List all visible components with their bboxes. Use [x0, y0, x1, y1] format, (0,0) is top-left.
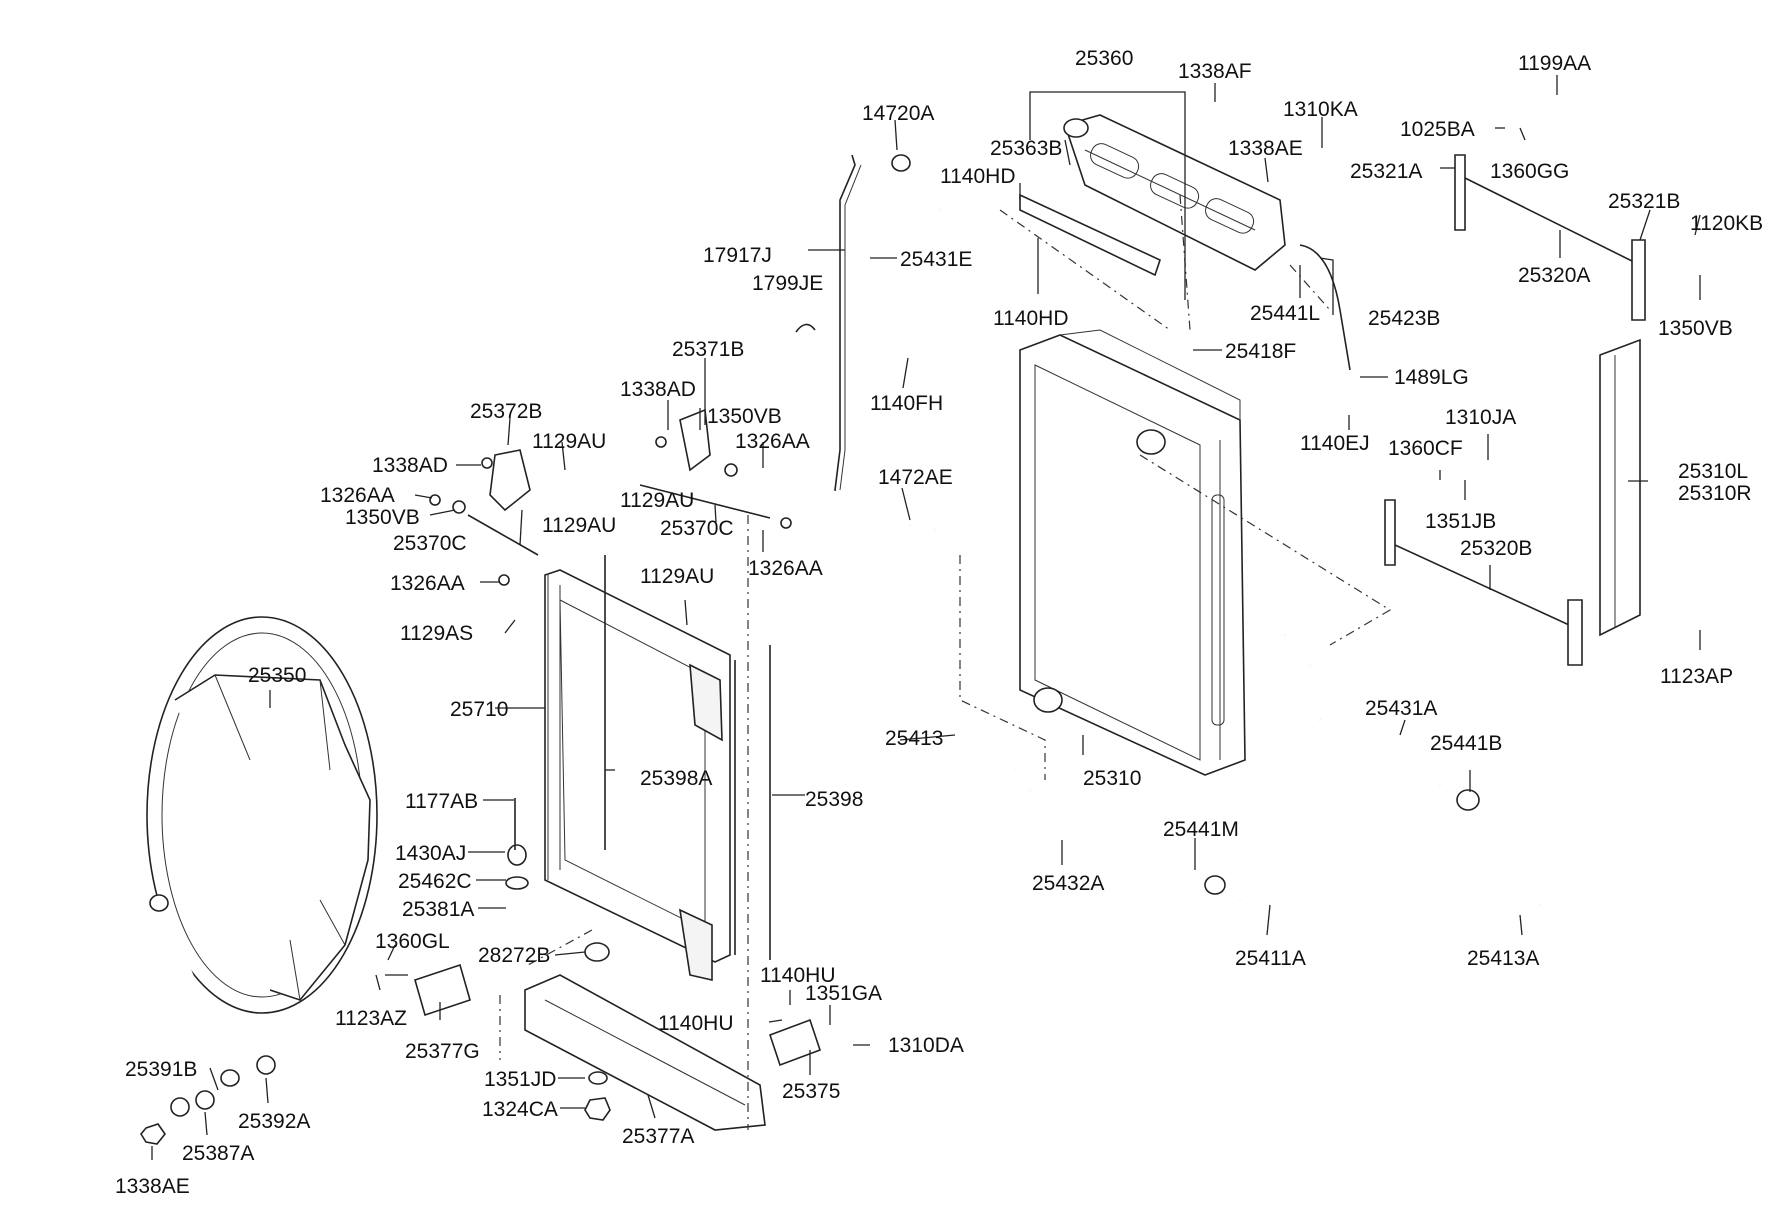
callout-25413A: 25413A [1467, 947, 1539, 970]
callout-25370C-right: 25370C [660, 517, 734, 540]
callout-25321A: 25321A [1350, 160, 1422, 183]
callout-1310KA: 1310KA [1283, 98, 1358, 121]
leader-lines [151, 75, 1701, 1160]
callout-25320B: 25320B [1460, 537, 1532, 560]
callout-1351JB: 1351JB [1425, 510, 1496, 533]
callout-1025BA: 1025BA [1400, 118, 1475, 141]
callout-25441B: 25441B [1430, 732, 1502, 755]
callout-25371B: 25371B [672, 338, 744, 361]
callout-25377G: 25377G [405, 1040, 480, 1063]
callout-25350: 25350 [248, 664, 306, 687]
callout-25411A: 25411A [1235, 947, 1306, 970]
callout-25310: 25310 [1083, 767, 1141, 790]
callout-1324CA: 1324CA [482, 1098, 558, 1121]
callout-1338AD-right: 1338AD [620, 378, 696, 401]
callout-25310L: 25310L [1678, 460, 1748, 483]
callout-25423B: 25423B [1368, 307, 1440, 330]
callout-25431E: 25431E [900, 248, 972, 271]
callout-1350VB-mid: 1350VB [707, 405, 782, 428]
side-members-part [1299, 154, 1646, 666]
callout-1140EJ: 1140EJ [1300, 432, 1370, 455]
assembly-centerlines [499, 194, 1392, 1130]
callout-25391B: 25391B [125, 1058, 197, 1081]
stay-brackets-part [429, 408, 792, 586]
callout-1310JA: 1310JA [1445, 406, 1516, 429]
callout-25387A: 25387A [182, 1142, 254, 1165]
damper-part [140, 894, 276, 1145]
callout-1129AU-l2: 1129AU [542, 514, 616, 537]
callout-25360: 25360 [1075, 47, 1133, 70]
callout-1338AE-top: 1338AE [1228, 137, 1303, 160]
callout-1129AU-center: 1129AU [640, 565, 714, 588]
callout-25462C: 25462C [398, 870, 472, 893]
callout-1338AD-left: 1338AD [372, 454, 448, 477]
callout-1140FH: 1140FH [870, 392, 943, 415]
callout-1360CF: 1360CF [1388, 437, 1463, 460]
callout-14720A: 14720A [862, 102, 934, 125]
callout-25413: 25413 [885, 727, 943, 750]
callout-1120KB: 1120KB [1690, 212, 1763, 235]
callout-25370C-left: 25370C [393, 532, 467, 555]
callout-1129AS: 1129AS [400, 622, 473, 645]
callout-1489LG: 1489LG [1394, 366, 1469, 389]
callout-25431A: 25431A [1365, 697, 1437, 720]
callout-1326AA-r2: 1326AA [748, 557, 823, 580]
callout-1351JD: 1351JD [484, 1068, 556, 1091]
fan-shroud-part [146, 616, 378, 1014]
callout-1123AZ: 1123AZ [335, 1007, 407, 1030]
callout-1360GG: 1360GG [1490, 160, 1569, 183]
callout-1338AE-bottom: 1338AE [115, 1175, 190, 1198]
callout-1338AF: 1338AF [1178, 60, 1252, 83]
callout-25320A: 25320A [1518, 264, 1590, 287]
callout-1350VB-left: 1350VB [345, 506, 420, 529]
lower-hoses-part [931, 522, 1546, 914]
part-callouts: 25360 1338AF 1199AA 14720A 1310KA 25363B… [115, 47, 1763, 1198]
callout-25392A: 25392A [238, 1110, 310, 1133]
radiator-frame-part [544, 555, 771, 982]
pipes-part [795, 154, 943, 531]
callout-1129AU-l1: 1129AU [532, 430, 606, 453]
callout-28272B: 28272B [478, 944, 550, 967]
callout-1140HU-bottom: 1140HU [658, 1012, 734, 1035]
callout-1326AA-l2: 1326AA [390, 572, 465, 595]
callout-25418F: 25418F [1225, 340, 1296, 363]
callout-1326AA-r1: 1326AA [735, 430, 810, 453]
callout-25372B: 25372B [470, 400, 542, 423]
callout-1140HU-top: 1140HU [760, 964, 836, 987]
callout-25363B: 25363B [990, 137, 1062, 160]
callout-1360GL: 1360GL [375, 930, 450, 953]
callout-1310DA: 1310DA [888, 1034, 964, 1057]
bottom-brackets-part [414, 798, 822, 1131]
callout-1129AU-mid: 1129AU [620, 489, 694, 512]
callout-1430AJ: 1430AJ [395, 842, 466, 865]
top-tank-part [1019, 114, 1286, 277]
callout-25321B: 25321B [1608, 190, 1680, 213]
callout-1799JE: 1799JE [752, 272, 823, 295]
callout-25310R: 25310R [1678, 482, 1752, 505]
callout-25377A: 25377A [622, 1125, 694, 1148]
callout-25441M: 25441M [1163, 818, 1239, 841]
callout-1351GA: 1351GA [805, 982, 882, 1005]
callout-25381A: 25381A [402, 898, 474, 921]
callout-25398A: 25398A [640, 767, 712, 790]
callout-25432A: 25432A [1032, 872, 1104, 895]
callout-1326AA-l1: 1326AA [320, 484, 395, 507]
callout-1472AE: 1472AE [878, 466, 953, 489]
callout-1140HD-top: 1140HD [940, 165, 1016, 188]
callout-1350VB-right: 1350VB [1658, 317, 1733, 340]
callout-17917J: 17917J [703, 244, 772, 267]
radiator-core-part [1019, 329, 1246, 776]
callout-1199AA: 1199AA [1518, 52, 1591, 75]
callout-1140HD-mid: 1140HD [993, 307, 1069, 330]
callout-1123AP: 1123AP [1660, 665, 1733, 688]
callout-25375: 25375 [782, 1080, 840, 1103]
callout-25710: 25710 [450, 698, 508, 721]
callout-25441L: 25441L [1250, 302, 1320, 325]
callout-25398: 25398 [805, 788, 863, 811]
callout-1177AB: 1177AB [405, 790, 478, 813]
